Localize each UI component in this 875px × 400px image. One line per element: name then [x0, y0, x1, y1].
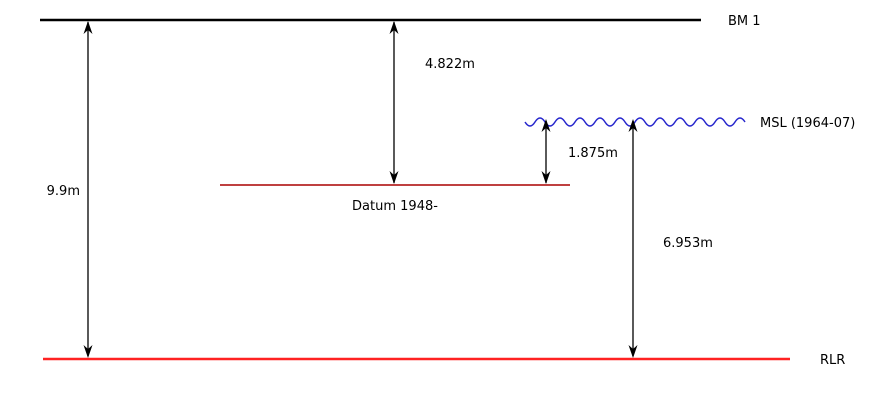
msl-to-datum-measurement: 1.875m	[568, 146, 618, 161]
rlr-label: RLR	[820, 353, 845, 368]
bm1-label: BM 1	[728, 14, 761, 29]
msl-to-rlr-arrow: 6.953m	[628, 119, 713, 358]
msl-to-datum-arrow: 1.875m	[541, 119, 618, 184]
bm1-to-rlr-arrowhead-down	[83, 345, 93, 358]
msl-to-rlr-arrowhead-down	[628, 345, 638, 358]
bm1-to-datum-arrow: 4.822m	[389, 21, 475, 184]
bm1-to-rlr-arrowhead-up	[83, 21, 93, 34]
bm1-to-datum-arrowhead-down	[389, 171, 399, 184]
msl-to-rlr-measurement: 6.953m	[663, 236, 713, 251]
bm1-to-rlr-measurement: 9.9m	[47, 184, 80, 199]
bm1-to-datum-arrowhead-up	[389, 21, 399, 34]
bm1-to-rlr-arrow: 9.9m	[47, 21, 93, 358]
datum-label: Datum 1948-	[352, 199, 438, 214]
msl-wave-line	[524, 117, 746, 127]
msl-to-datum-arrowhead-down	[541, 171, 551, 184]
bm1-to-datum-measurement: 4.822m	[425, 57, 475, 72]
msl-to-rlr-arrowhead-up	[628, 119, 638, 132]
msl-to-datum-arrowhead-up	[541, 119, 551, 132]
msl-label: MSL (1964-07)	[760, 116, 855, 131]
